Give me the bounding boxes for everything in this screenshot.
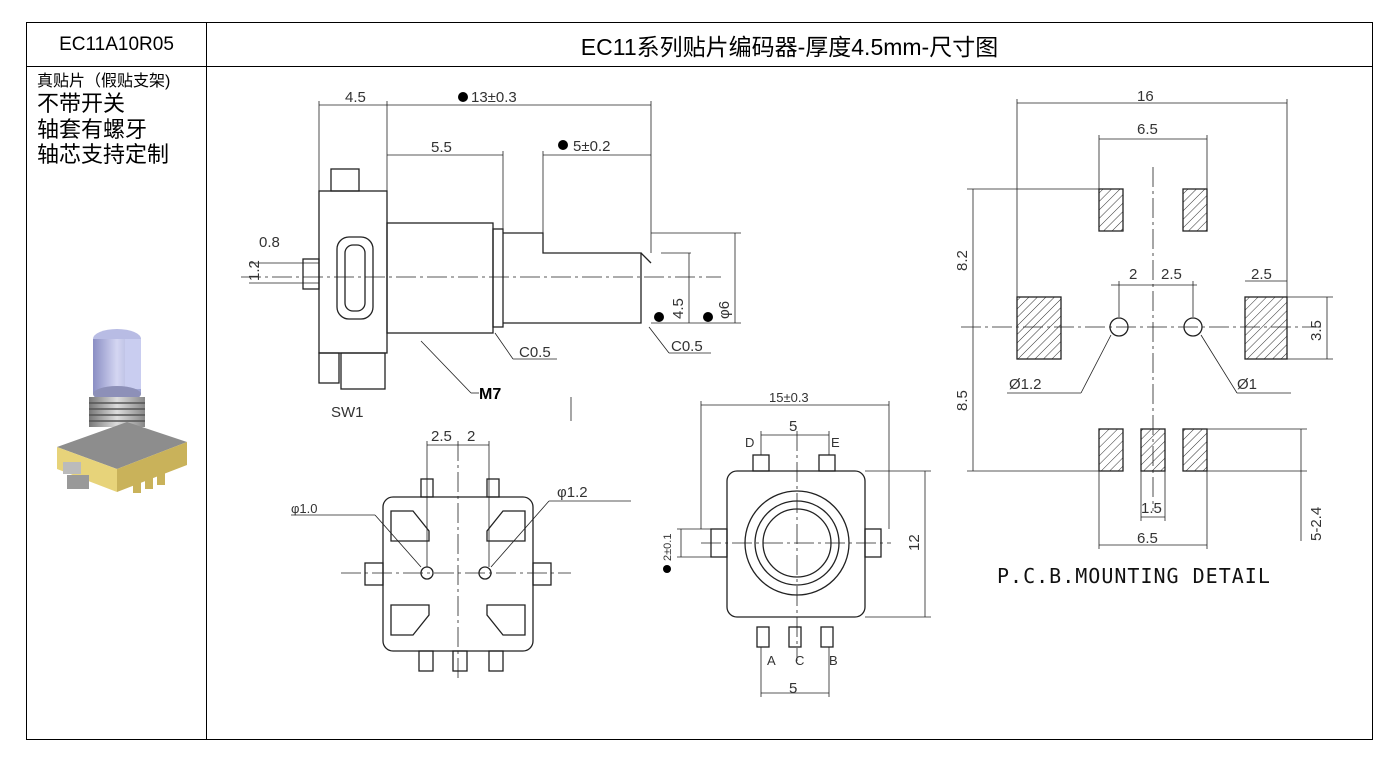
- title-cell: EC11系列贴片编码器-厚度4.5mm-尺寸图: [207, 23, 1372, 67]
- dim-bottom-pins: 5: [789, 680, 797, 697]
- switch-label: SW1: [331, 404, 364, 421]
- dim-pin-pitch: 1.5: [1141, 500, 1162, 517]
- hole-r: Ø1: [1237, 376, 1257, 393]
- pcb-labels: 16 6.5 8.2 8.5 2 2.5 2.5 3.5 Ø1.2 Ø1 1.5…: [954, 88, 1325, 588]
- dim-hole-l: 2: [1129, 266, 1137, 283]
- note-thread: 轴套有螺牙: [37, 116, 148, 142]
- drawing-title: EC11系列贴片编码器-厚度4.5mm-尺寸图: [580, 33, 999, 60]
- dim-pad-len: 5-2.4: [1308, 507, 1325, 541]
- dim-upper: 8.2: [954, 250, 971, 271]
- dim-bushing: 5.5: [431, 139, 452, 156]
- dim-shaft-d2: φ6: [716, 301, 733, 319]
- hole-l: Ø1.2: [1009, 376, 1042, 393]
- pcb-caption: P.C.B.MOUNTING DETAIL: [997, 564, 1271, 588]
- pin-e: E: [831, 435, 840, 450]
- hole-1: φ1.0: [291, 501, 318, 516]
- dim-hole-r: 2.5: [1161, 266, 1182, 283]
- dim-b: 2: [467, 428, 475, 445]
- side-view: [241, 101, 741, 421]
- bottom-view: [291, 441, 631, 681]
- dim-top-pads: 6.5: [1137, 121, 1158, 138]
- pin-d: D: [745, 435, 754, 450]
- side-view-labels: 4.5 13±0.3 5.5 5±0.2 0.8 1.2 4.5 φ6 C0.5…: [246, 89, 733, 421]
- dim-terminal-h: 1.2: [246, 260, 263, 281]
- dim-total: 13±0.3: [471, 89, 517, 106]
- dim-pad-h: 3.5: [1308, 320, 1325, 341]
- dim-pad-w: 2.5: [1251, 266, 1272, 283]
- pin-a: A: [767, 653, 776, 668]
- pin-b: B: [829, 653, 838, 668]
- model-number: EC11A10R05: [59, 33, 174, 55]
- chamfer-1: C0.5: [519, 344, 551, 361]
- pin-c: C: [795, 653, 804, 668]
- feature-notes: 真贴片（假贴支架) 不带开关 轴套有螺牙 轴芯支持定制: [37, 73, 170, 167]
- bottom-view-labels: 2.5 2 φ1.0 φ1.2: [291, 428, 588, 516]
- notes-cell: 真贴片（假贴支架) 不带开关 轴套有螺牙 轴芯支持定制: [27, 67, 207, 739]
- dim-bottom-pads: 6.5: [1137, 530, 1158, 547]
- dim-shaft-flat: 5±0.2: [573, 138, 610, 155]
- dim-shaft-d1: 4.5: [670, 298, 687, 319]
- technical-drawing: 4.5 13±0.3 5.5 5±0.2 0.8 1.2 4.5 φ6 C0.5…: [241, 88, 1333, 697]
- drawing-sheet: EC11A10R05 EC11系列贴片编码器-厚度4.5mm-尺寸图 真贴片（假…: [26, 22, 1373, 740]
- chamfer-2: C0.5: [671, 338, 703, 355]
- dim-top-pins: 5: [789, 418, 797, 435]
- dim-width: 15±0.3: [769, 390, 809, 405]
- note-custom: 轴芯支持定制: [37, 141, 170, 167]
- front-view: [677, 401, 931, 697]
- model-number-cell: EC11A10R05: [27, 23, 207, 67]
- encoder-product-image: [57, 329, 187, 493]
- pcb-layout: [961, 99, 1333, 549]
- dim-height: 12: [906, 534, 923, 551]
- dim-total-w: 16: [1137, 88, 1154, 105]
- front-view-labels: 15±0.3 5 D E A C B 5 12 2±0.1: [662, 390, 923, 697]
- note-mount-type: 真贴片（假贴支架): [37, 73, 171, 90]
- note-switch: 不带开关: [37, 91, 126, 117]
- dim-terminal: 0.8: [259, 234, 280, 251]
- dim-tab: 2±0.1: [662, 534, 674, 561]
- dim-body: 4.5: [345, 89, 366, 106]
- drawing-area: 4.5 13±0.3 5.5 5±0.2 0.8 1.2 4.5 φ6 C0.5…: [207, 67, 1372, 739]
- dim-lower: 8.5: [954, 390, 971, 411]
- hole-2: φ1.2: [557, 484, 588, 501]
- dim-a: 2.5: [431, 428, 452, 445]
- thread-label: M7: [479, 386, 501, 403]
